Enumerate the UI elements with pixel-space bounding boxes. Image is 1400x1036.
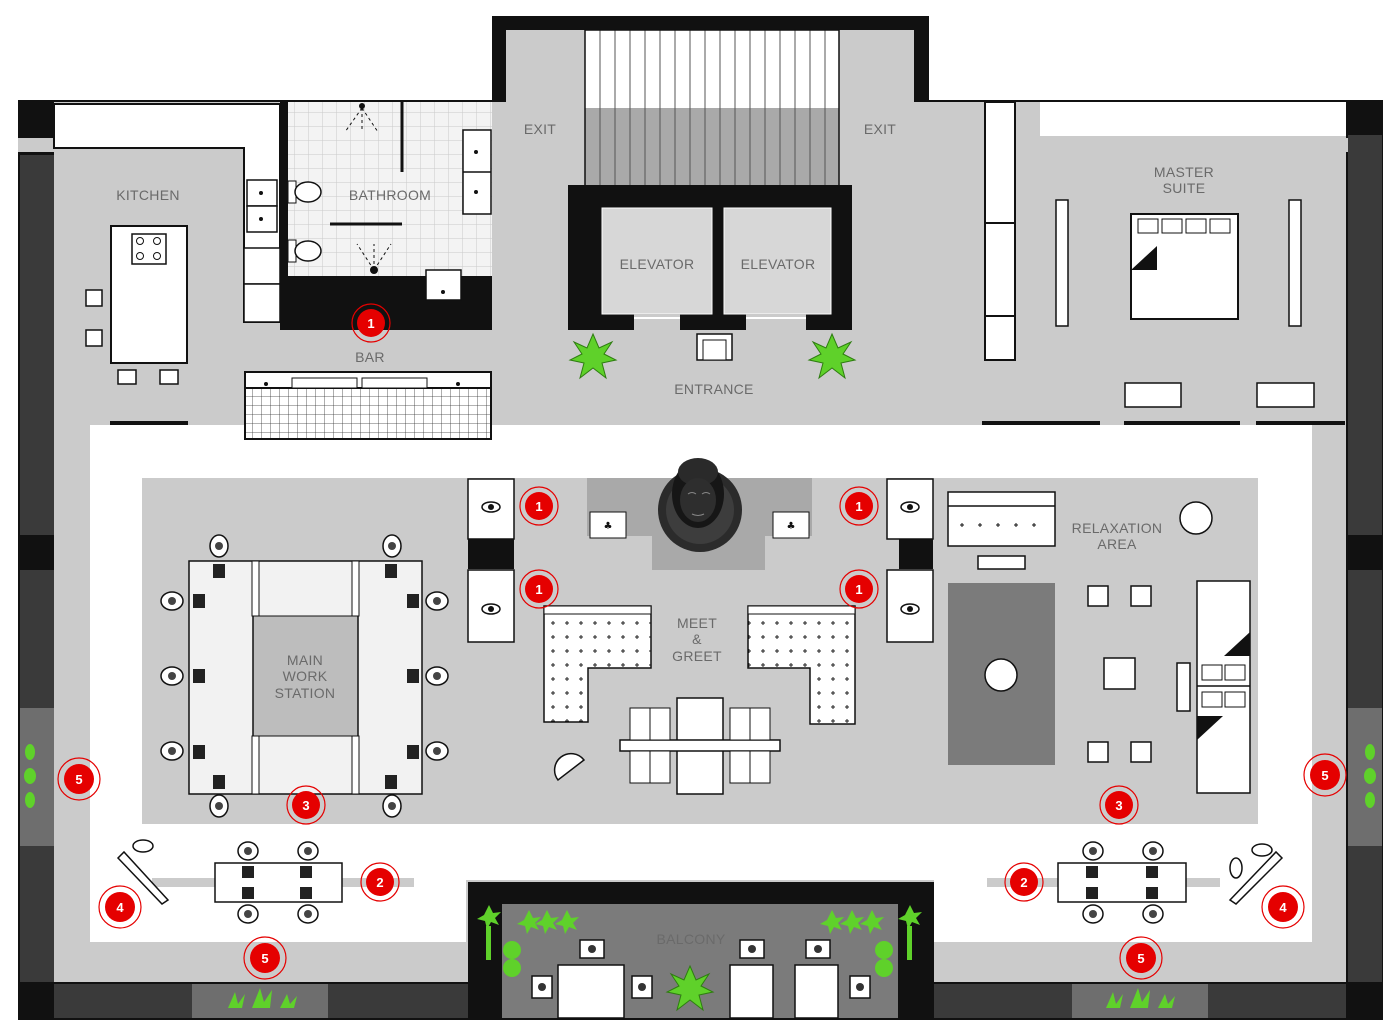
bathroom-label: BATHROOM [349,187,431,203]
main-work-label-line1: MAIN [287,652,323,668]
svg-text:♣: ♣ [604,521,613,532]
meet-greet-label-line2: & [692,631,702,647]
eye-icon [481,603,501,615]
marker-label: 5 [1321,768,1328,783]
eye-icon [900,501,920,513]
relaxation-label-line1: RELAXATION [1072,520,1163,536]
plant-icon [24,744,1376,1008]
desk-cluster-right [987,841,1284,924]
marker: 2 [360,862,400,902]
kitchen [53,103,281,425]
marker-label: 3 [302,798,309,813]
marker: 1 [839,486,879,526]
eye-icon [481,501,501,513]
balcony [468,882,934,1019]
marker: 1 [519,569,559,609]
plant-icon [807,332,857,380]
main-work-station [160,534,449,818]
marker-label: 5 [261,951,268,966]
desk-cluster-left [116,839,414,924]
marker: 2 [1004,862,1044,902]
marker: 1 [839,569,879,609]
buddha-statue: ♣ ♣ [587,458,812,570]
marker-label: 4 [1279,900,1287,915]
relaxation-label-line2: AREA [1097,536,1137,552]
marker-label: 1 [367,316,374,331]
marker: 4 [98,885,142,929]
bathroom [280,100,492,330]
stairwell [568,29,852,361]
kitchen-label: KITCHEN [116,187,180,203]
eye-icon [900,603,920,615]
marker: 4 [1261,885,1305,929]
main-work-label-line3: STATION [275,685,336,701]
master-suite-label-line1: MASTER [1154,164,1214,180]
meet-greet-label-line3: GREET [672,648,722,664]
marker: 5 [57,757,101,801]
entrance-label: ENTRANCE [674,381,753,397]
plant-icon [665,964,715,1012]
meet-and-greet-seating [543,605,856,795]
master-suite [982,101,1346,425]
balcony-label: BALCONY [656,931,725,947]
marker: 3 [1099,785,1139,825]
main-work-label-line2: WORK [283,668,328,684]
elevator-right-label: ELEVATOR [741,256,816,272]
plant-icon [568,332,618,380]
marker: 5 [1119,936,1163,980]
marker-label: 5 [1137,951,1144,966]
master-suite-label-line2: SUITE [1163,180,1206,196]
marker: 5 [1303,753,1347,797]
marker-label: 5 [75,772,82,787]
plant-icon [477,905,922,977]
marker-label: 1 [855,499,862,514]
elevator-left-label: ELEVATOR [620,256,695,272]
marker: 1 [351,303,391,343]
bar-label: BAR [355,349,385,365]
marker-label: 1 [535,582,542,597]
svg-text:♣: ♣ [787,521,796,532]
marker: 1 [519,486,559,526]
marker-label: 2 [1020,875,1027,890]
relaxation-area [947,491,1251,794]
meet-greet-label-line1: MEET [677,615,717,631]
marker: 3 [286,785,326,825]
bar-counter [244,371,492,440]
exit-left-label: EXIT [524,121,556,137]
marker-label: 1 [855,582,862,597]
marker: 5 [243,936,287,980]
marker-label: 1 [535,499,542,514]
exit-right-label: EXIT [864,121,896,137]
marker-label: 2 [376,875,383,890]
marker-label: 3 [1115,798,1122,813]
marker-label: 4 [116,900,124,915]
